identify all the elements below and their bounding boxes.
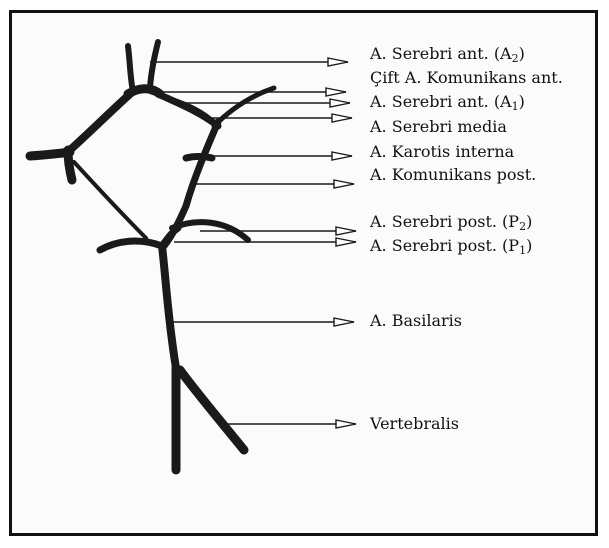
anterior-cerebral-a1-left: [70, 94, 130, 150]
anterior-cerebral-a2-left: [128, 46, 133, 92]
label-serebri-post-p2: A. Serebri post. (P2): [370, 213, 532, 231]
label-serebri-media: A. Serebri media: [370, 118, 507, 136]
basilar-artery: [162, 246, 176, 368]
posterior-communicating-left: [74, 162, 146, 238]
label-basilaris: A. Basilaris: [370, 312, 462, 330]
vertebral-right: [180, 370, 244, 450]
label-cift-komunikans-ant: Çift A. Komunikans ant.: [370, 69, 563, 87]
vessel-paths: [30, 42, 274, 470]
anterior-cerebral-a2-right: [150, 42, 158, 88]
label-serebri-ant-a2: A. Serebri ant. (A2): [370, 45, 525, 63]
posterior-cerebral-left: [100, 241, 162, 250]
label-komunikans-post: A. Komunikans post.: [370, 166, 536, 184]
right-curve-branch: [214, 88, 274, 126]
label-serebri-ant-a1: A. Serebri ant. (A1): [370, 93, 525, 111]
label-vertebralis: Vertebralis: [370, 415, 459, 433]
internal-carotid-left: [68, 150, 72, 180]
label-serebri-post-p1: A. Serebri post. (P1): [370, 237, 532, 255]
label-karotis-interna: A. Karotis interna: [370, 143, 514, 161]
middle-cerebral-right: [186, 157, 212, 159]
